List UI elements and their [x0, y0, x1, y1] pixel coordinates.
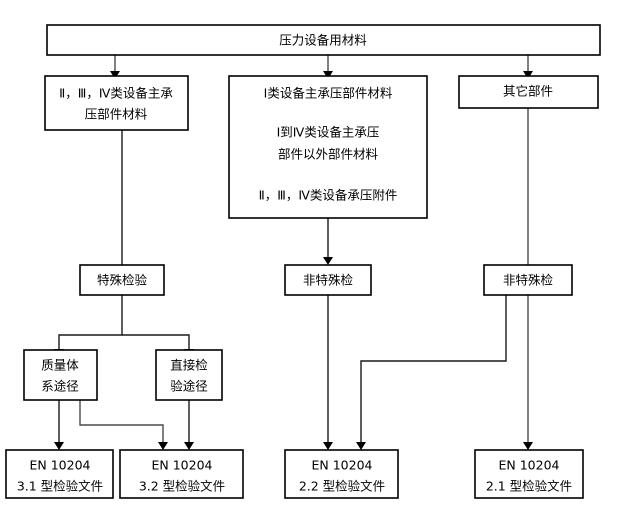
- node-nonspecial-right-label: 非特殊检: [503, 273, 554, 288]
- node-direct-inspection-line-2: 验途径: [170, 379, 208, 394]
- node-nonspecial-right[interactable]: 非特殊检: [483, 264, 573, 296]
- node-doc-21-box[interactable]: [474, 449, 584, 499]
- node-root[interactable]: 压力设备用材料: [46, 24, 601, 56]
- node-doc-22-box[interactable]: [284, 449, 399, 499]
- arrowhead-doc31: [54, 442, 64, 450]
- node-doc-22[interactable]: EN 10204 2.2 型检验文件: [284, 449, 399, 499]
- arrowhead-cat-mid: [323, 71, 333, 79]
- arrowhead-doc22-left: [323, 442, 333, 450]
- node-nonspecial-mid[interactable]: 非特殊检: [284, 264, 372, 296]
- node-root-label: 压力设备用材料: [279, 33, 367, 48]
- node-nonspecial-mid-box[interactable]: [284, 264, 372, 296]
- node-cat-mid-line-4: 部件以外部件材料: [278, 147, 379, 162]
- node-doc-31-line-1: EN 10204: [30, 458, 91, 473]
- node-doc-21-line-2: 2.1 型检验文件: [486, 479, 572, 494]
- connector-special-to-direct: [122, 334, 190, 350]
- connector-special-to-quality: [58, 295, 123, 350]
- node-cat-mid[interactable]: Ⅰ类设备主承压部件材料 Ⅰ到Ⅳ类设备主承压 部件以外部件材料 Ⅱ，Ⅲ，Ⅳ类设备承…: [228, 75, 428, 219]
- node-doc-32[interactable]: EN 10204 3.2 型检验文件: [119, 449, 244, 499]
- arrowhead-doc32-from-quality: [158, 442, 168, 450]
- node-cat-left-line-1: Ⅱ，Ⅲ，Ⅳ类设备主承: [59, 86, 173, 101]
- node-doc-21-line-1: EN 10204: [499, 458, 560, 473]
- node-cat-mid-line-6: Ⅱ，Ⅲ，Ⅳ类设备承压附件: [259, 188, 398, 203]
- connector-quality-to-doc32: [79, 400, 164, 443]
- arrowhead-doc32-from-direct: [184, 442, 194, 450]
- node-special-inspection[interactable]: 特殊检验: [79, 264, 165, 296]
- node-doc-22-line-2: 2.2 型检验文件: [299, 479, 385, 494]
- node-cat-right-box[interactable]: [458, 75, 599, 109]
- arrowhead-doc21: [523, 442, 533, 450]
- node-quality-system-line-2: 系途径: [41, 379, 79, 394]
- node-direct-inspection-box[interactable]: [155, 349, 223, 401]
- arrowhead-cat-left: [110, 71, 120, 79]
- node-doc-21[interactable]: EN 10204 2.1 型检验文件: [474, 449, 584, 499]
- node-nonspecial-mid-label: 非特殊检: [303, 273, 354, 288]
- node-cat-mid-line-3: Ⅰ到Ⅳ类设备主承压: [277, 125, 380, 140]
- node-cat-left[interactable]: Ⅱ，Ⅲ，Ⅳ类设备主承 压部件材料: [44, 75, 189, 131]
- node-doc-32-line-1: EN 10204: [152, 458, 213, 473]
- node-doc-31-box[interactable]: [5, 449, 114, 499]
- node-special-inspection-label: 特殊检验: [97, 273, 148, 288]
- node-cat-right[interactable]: 其它部件: [458, 75, 599, 109]
- node-quality-system-line-1: 质量体: [41, 358, 79, 373]
- node-cat-left-line-2: 压部件材料: [85, 107, 148, 122]
- node-cat-right-label: 其它部件: [503, 84, 553, 99]
- node-direct-inspection-line-1: 直接检: [170, 358, 208, 373]
- node-root-box[interactable]: [46, 24, 601, 56]
- node-quality-system[interactable]: 质量体 系途径: [23, 349, 98, 401]
- node-doc-32-box[interactable]: [119, 449, 244, 499]
- node-special-inspection-box[interactable]: [79, 264, 165, 296]
- node-cat-mid-box[interactable]: [228, 75, 428, 219]
- arrowhead-cat-right: [523, 71, 533, 79]
- arrowhead-nonspecial-mid: [323, 257, 333, 265]
- node-nonspecial-right-box[interactable]: [483, 264, 573, 296]
- node-cat-left-box[interactable]: [44, 75, 189, 131]
- node-doc-32-line-2: 3.2 型检验文件: [139, 479, 225, 494]
- node-doc-31[interactable]: EN 10204 3.1 型检验文件: [5, 449, 114, 499]
- node-quality-system-box[interactable]: [23, 349, 98, 401]
- node-cat-mid-line-1: Ⅰ类设备主承压部件材料: [264, 86, 393, 101]
- node-direct-inspection[interactable]: 直接检 验途径: [155, 349, 223, 401]
- arrowhead-doc22-right: [356, 442, 366, 450]
- connector-nonspecial-right-to-doc22: [360, 295, 507, 443]
- node-doc-31-line-2: 3.1 型检验文件: [17, 479, 103, 494]
- node-doc-22-line-1: EN 10204: [312, 458, 373, 473]
